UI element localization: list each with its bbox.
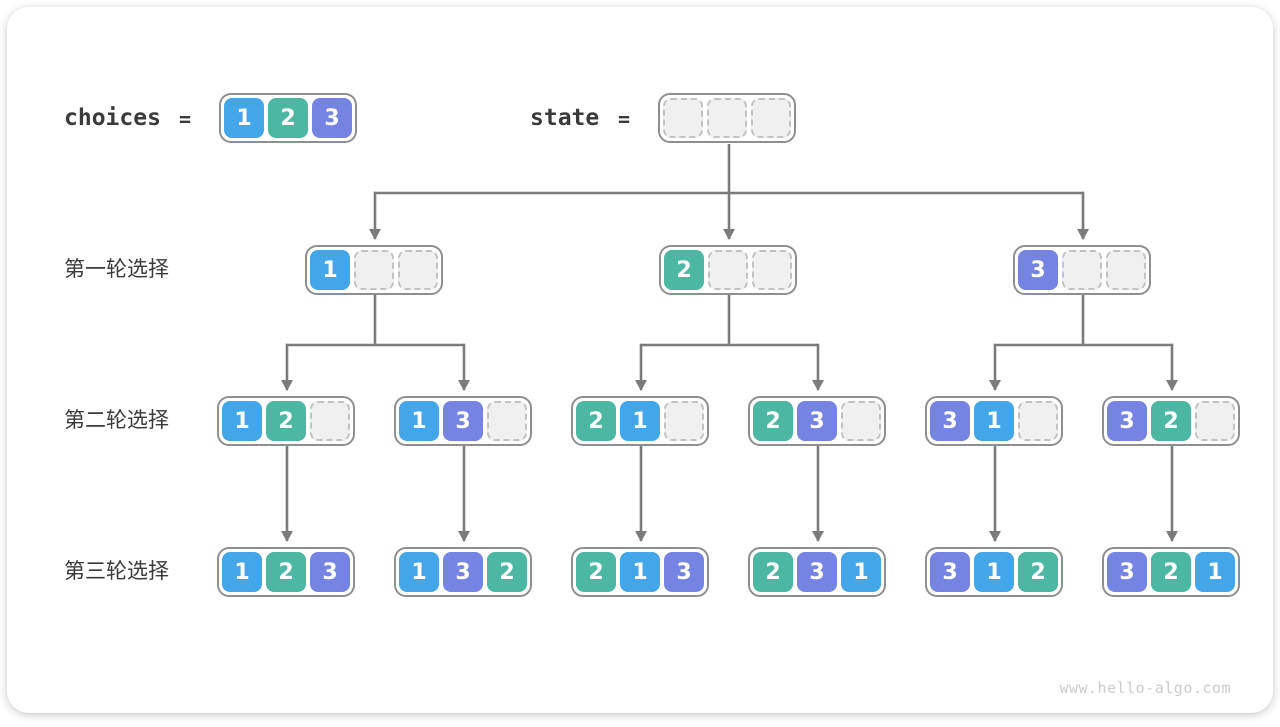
cell-value: 1 bbox=[841, 552, 881, 592]
cell-value: 2 bbox=[753, 552, 793, 592]
cell-value: 2 bbox=[664, 250, 704, 290]
row-label-round-2: 第二轮选择 bbox=[64, 409, 169, 432]
cell-value: 3 bbox=[664, 552, 704, 592]
cell-value: 1 bbox=[222, 401, 262, 441]
cell-empty bbox=[310, 401, 350, 441]
cell-value: 1 bbox=[310, 250, 350, 290]
row-label-round-1: 第一轮选择 bbox=[64, 258, 169, 281]
state-node-round1-2: 2 bbox=[659, 245, 797, 295]
cell-empty bbox=[664, 401, 704, 441]
cell-value: 3 bbox=[797, 552, 837, 592]
cell-value: 2 bbox=[576, 401, 616, 441]
row-label-round-3: 第三轮选择 bbox=[64, 560, 169, 583]
cell-value: 3 bbox=[443, 401, 483, 441]
cell-value: 3 bbox=[443, 552, 483, 592]
cell-value: 3 bbox=[1018, 250, 1058, 290]
cell-value: 1 bbox=[1195, 552, 1235, 592]
cell-value: 1 bbox=[399, 401, 439, 441]
cell-value: 2 bbox=[266, 401, 306, 441]
cell-value: 2 bbox=[753, 401, 793, 441]
state-node-round1-3: 3 bbox=[1013, 245, 1151, 295]
cell-empty bbox=[1195, 401, 1235, 441]
cell-empty bbox=[707, 98, 747, 138]
tree-arrows bbox=[281, 144, 1178, 542]
state-node-round1-1: 1 bbox=[305, 245, 443, 295]
cell-value: 2 bbox=[487, 552, 527, 592]
cell-empty bbox=[1018, 401, 1058, 441]
cell-value: 3 bbox=[310, 552, 350, 592]
cell-value: 2 bbox=[1018, 552, 1058, 592]
cell-value: 1 bbox=[224, 98, 264, 138]
cell-value: 2 bbox=[268, 98, 308, 138]
watermark-url: www.hello-algo.com bbox=[1059, 679, 1231, 697]
cell-value: 1 bbox=[222, 552, 262, 592]
cell-empty bbox=[663, 98, 703, 138]
cell-empty bbox=[1062, 250, 1102, 290]
cell-value: 2 bbox=[1151, 552, 1191, 592]
choices-label: choices bbox=[64, 105, 161, 131]
cell-value: 2 bbox=[576, 552, 616, 592]
cell-empty bbox=[751, 98, 791, 138]
cell-value: 3 bbox=[797, 401, 837, 441]
cell-value: 3 bbox=[1107, 401, 1147, 441]
cell-value: 3 bbox=[1107, 552, 1147, 592]
cell-empty bbox=[708, 250, 748, 290]
cell-empty bbox=[752, 250, 792, 290]
cell-empty bbox=[841, 401, 881, 441]
cell-value: 1 bbox=[620, 552, 660, 592]
cell-value: 1 bbox=[399, 552, 439, 592]
cell-empty bbox=[487, 401, 527, 441]
cell-value: 1 bbox=[620, 401, 660, 441]
state-equals: = bbox=[618, 107, 631, 131]
state-label: state bbox=[530, 105, 600, 131]
cell-value: 2 bbox=[266, 552, 306, 592]
cell-value: 1 bbox=[974, 552, 1014, 592]
choices-equals: = bbox=[179, 107, 192, 131]
cell-value: 3 bbox=[312, 98, 352, 138]
state-array-box bbox=[658, 93, 796, 143]
cell-value: 1 bbox=[974, 401, 1014, 441]
cell-value: 3 bbox=[930, 401, 970, 441]
cell-empty bbox=[354, 250, 394, 290]
cell-value: 2 bbox=[1151, 401, 1191, 441]
cell-empty bbox=[1106, 250, 1146, 290]
cell-empty bbox=[398, 250, 438, 290]
cell-value: 3 bbox=[930, 552, 970, 592]
